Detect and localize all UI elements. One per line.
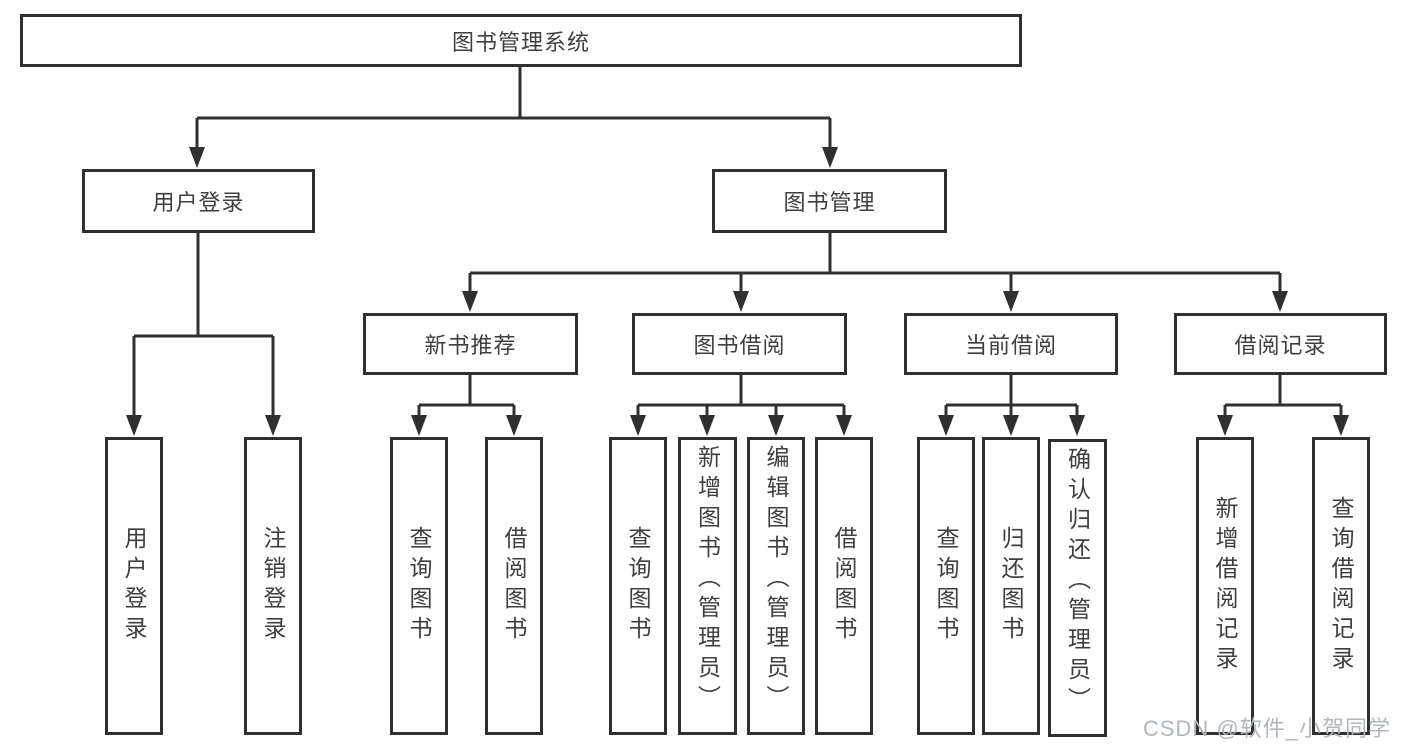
connector-book-management: [468, 233, 1282, 294]
connector-borrow-records: [1223, 375, 1343, 418]
node-root: 图书管理系统: [20, 14, 1022, 67]
node-user-login: 用户登录: [82, 169, 315, 233]
leaf-confirm-return-admin-label: 确认归还（管理员）: [1064, 447, 1091, 717]
leaf-borrow-books-1-label: 借阅图书: [501, 526, 527, 646]
leaf-confirm-return-admin: 确认归还（管理员）: [1048, 439, 1107, 737]
node-book-management: 图书管理: [712, 169, 947, 233]
node-book-borrow: 图书借阅: [632, 313, 847, 375]
leaf-add-books-admin-label: 新增图书（管理员）: [694, 445, 721, 715]
leaf-edit-books-admin: 编辑图书（管理员）: [747, 437, 805, 735]
node-book-borrow-label: 图书借阅: [693, 333, 786, 358]
connector-book-borrow: [636, 375, 846, 418]
leaf-add-borrow-record-label: 新增借阅记录: [1212, 496, 1238, 676]
leaf-borrow-books-1: 借阅图书: [485, 437, 543, 735]
leaf-query-borrow-record-label: 查询借阅记录: [1328, 496, 1354, 676]
node-book-management-label: 图书管理: [783, 190, 876, 215]
node-user-login-label: 用户登录: [152, 190, 245, 215]
node-borrow-records-label: 借阅记录: [1234, 333, 1327, 358]
leaf-query-books-3: 查询图书: [917, 437, 975, 735]
connector-root: [195, 67, 832, 150]
leaf-query-borrow-record: 查询借阅记录: [1312, 437, 1370, 735]
leaf-borrow-books-2: 借阅图书: [815, 437, 873, 735]
connector-current-borrow: [944, 375, 1079, 418]
leaf-query-books-2-label: 查询图书: [625, 526, 651, 646]
leaf-logout-login: 注销登录: [244, 437, 302, 735]
leaf-return-books-label: 归还图书: [998, 526, 1024, 646]
leaf-add-books-admin: 新增图书（管理员）: [678, 437, 737, 735]
leaf-query-books-1-label: 查询图书: [406, 526, 432, 646]
leaf-query-books-2: 查询图书: [609, 437, 667, 735]
node-new-book-recommend: 新书推荐: [363, 313, 578, 375]
connector-new-book-recommend: [417, 375, 516, 418]
leaf-edit-books-admin-label: 编辑图书（管理员）: [763, 445, 789, 715]
leaf-logout-login-label: 注销登录: [260, 526, 286, 646]
leaf-user-login-label: 用户登录: [121, 526, 147, 646]
connector-user-login: [132, 233, 275, 418]
node-current-borrow: 当前借阅: [904, 313, 1118, 375]
node-current-borrow-label: 当前借阅: [964, 333, 1057, 358]
node-new-book-recommend-label: 新书推荐: [424, 333, 517, 358]
leaf-query-books-3-label: 查询图书: [933, 526, 959, 646]
node-borrow-records: 借阅记录: [1174, 313, 1387, 375]
leaf-return-books: 归还图书: [982, 437, 1040, 735]
leaf-query-books-1: 查询图书: [390, 437, 448, 735]
leaf-add-borrow-record: 新增借阅记录: [1196, 437, 1254, 735]
node-root-label: 图书管理系统: [451, 29, 590, 55]
leaf-user-login: 用户登录: [105, 437, 163, 735]
csdn-watermark: CSDN @软件_小贺同学: [1142, 716, 1391, 741]
leaf-borrow-books-2-label: 借阅图书: [831, 526, 857, 646]
